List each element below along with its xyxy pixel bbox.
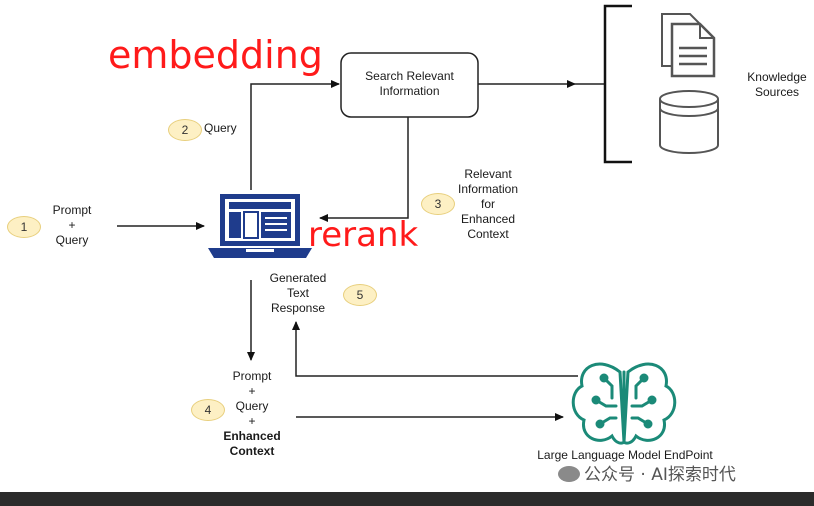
knowledge-bracket — [603, 4, 632, 164]
step-badge-3: 3 — [421, 193, 455, 215]
prompt-enhanced-label: Prompt + Query + Enhanced Context — [223, 369, 281, 458]
query-label: Query — [204, 121, 237, 135]
knowledge-sources-label: Knowledge Sources — [747, 70, 807, 99]
step-badge-4: 4 — [191, 399, 225, 421]
search-box — [340, 52, 479, 118]
llm-label: Large Language Model EndPoint — [537, 448, 713, 462]
rerank-annotation: rerank — [308, 215, 419, 255]
prompt-query-label: Prompt + Query — [52, 203, 92, 247]
database-icon — [659, 90, 719, 154]
step-badge-2: 2 — [168, 119, 202, 141]
step-badge-5: 5 — [343, 284, 377, 306]
query-arrow — [250, 80, 340, 190]
relevant-info-arrow — [319, 117, 409, 222]
footer-bar — [0, 492, 814, 506]
step-badge-1: 1 — [7, 216, 41, 238]
wechat-icon — [558, 466, 580, 482]
brain-circuit-icon — [571, 362, 677, 445]
generated-response-label: Generated Text Response — [269, 271, 327, 315]
search-box-label: Search Relevant Information — [365, 69, 454, 98]
watermark: 公众号 · AI探索时代 — [558, 460, 736, 485]
relevant-info-label: Relevant Information for Enhanced Contex… — [457, 167, 519, 241]
embedding-annotation: embedding — [108, 33, 323, 77]
response-arrow — [292, 321, 578, 377]
document-icon — [661, 13, 716, 78]
laptop-icon — [208, 194, 312, 258]
